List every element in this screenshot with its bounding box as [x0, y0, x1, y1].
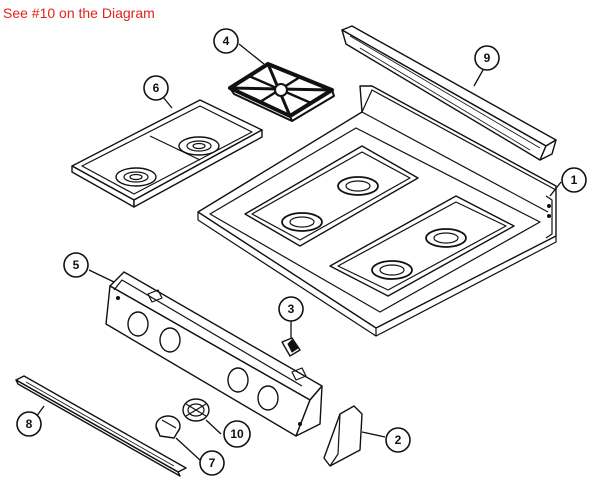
callout-1-label: 1 [571, 173, 578, 187]
callout-4-label: 4 [223, 34, 230, 48]
callout-7-label: 7 [209, 456, 216, 470]
part-10-knob-bezel[interactable] [182, 398, 210, 422]
callout-6: 6 [143, 75, 169, 101]
callout-8: 8 [16, 411, 42, 437]
part-1-main-cooktop[interactable] [197, 85, 557, 337]
part-8-front-trim[interactable] [15, 375, 187, 477]
callout-6-label: 6 [153, 81, 160, 95]
part-5-manifold-panel[interactable] [105, 271, 323, 437]
part-9-rear-trim[interactable] [341, 25, 557, 161]
part-2-side-cover[interactable] [323, 405, 363, 467]
part-4-burner-grate[interactable] [228, 62, 335, 122]
callout-5-label: 5 [73, 258, 80, 272]
callout-9-label: 9 [484, 51, 491, 65]
callout-10: 10 [223, 420, 251, 448]
callout-9: 9 [474, 45, 500, 71]
callout-4: 4 [213, 28, 239, 54]
diagram-caption: See #10 on the Diagram [3, 5, 155, 21]
callout-2: 2 [385, 427, 411, 453]
callout-7: 7 [199, 450, 225, 476]
part-6-cooktop-panel[interactable] [71, 99, 263, 208]
callout-5: 5 [63, 252, 89, 278]
callout-8-label: 8 [26, 417, 33, 431]
callout-3: 3 [278, 296, 304, 322]
part-3-valve[interactable] [281, 337, 301, 357]
part-7-knob[interactable] [155, 415, 181, 439]
callout-10-label: 10 [230, 427, 244, 441]
callout-3-label: 3 [288, 302, 295, 316]
callout-2-label: 2 [395, 433, 402, 447]
callout-1: 1 [561, 167, 587, 193]
